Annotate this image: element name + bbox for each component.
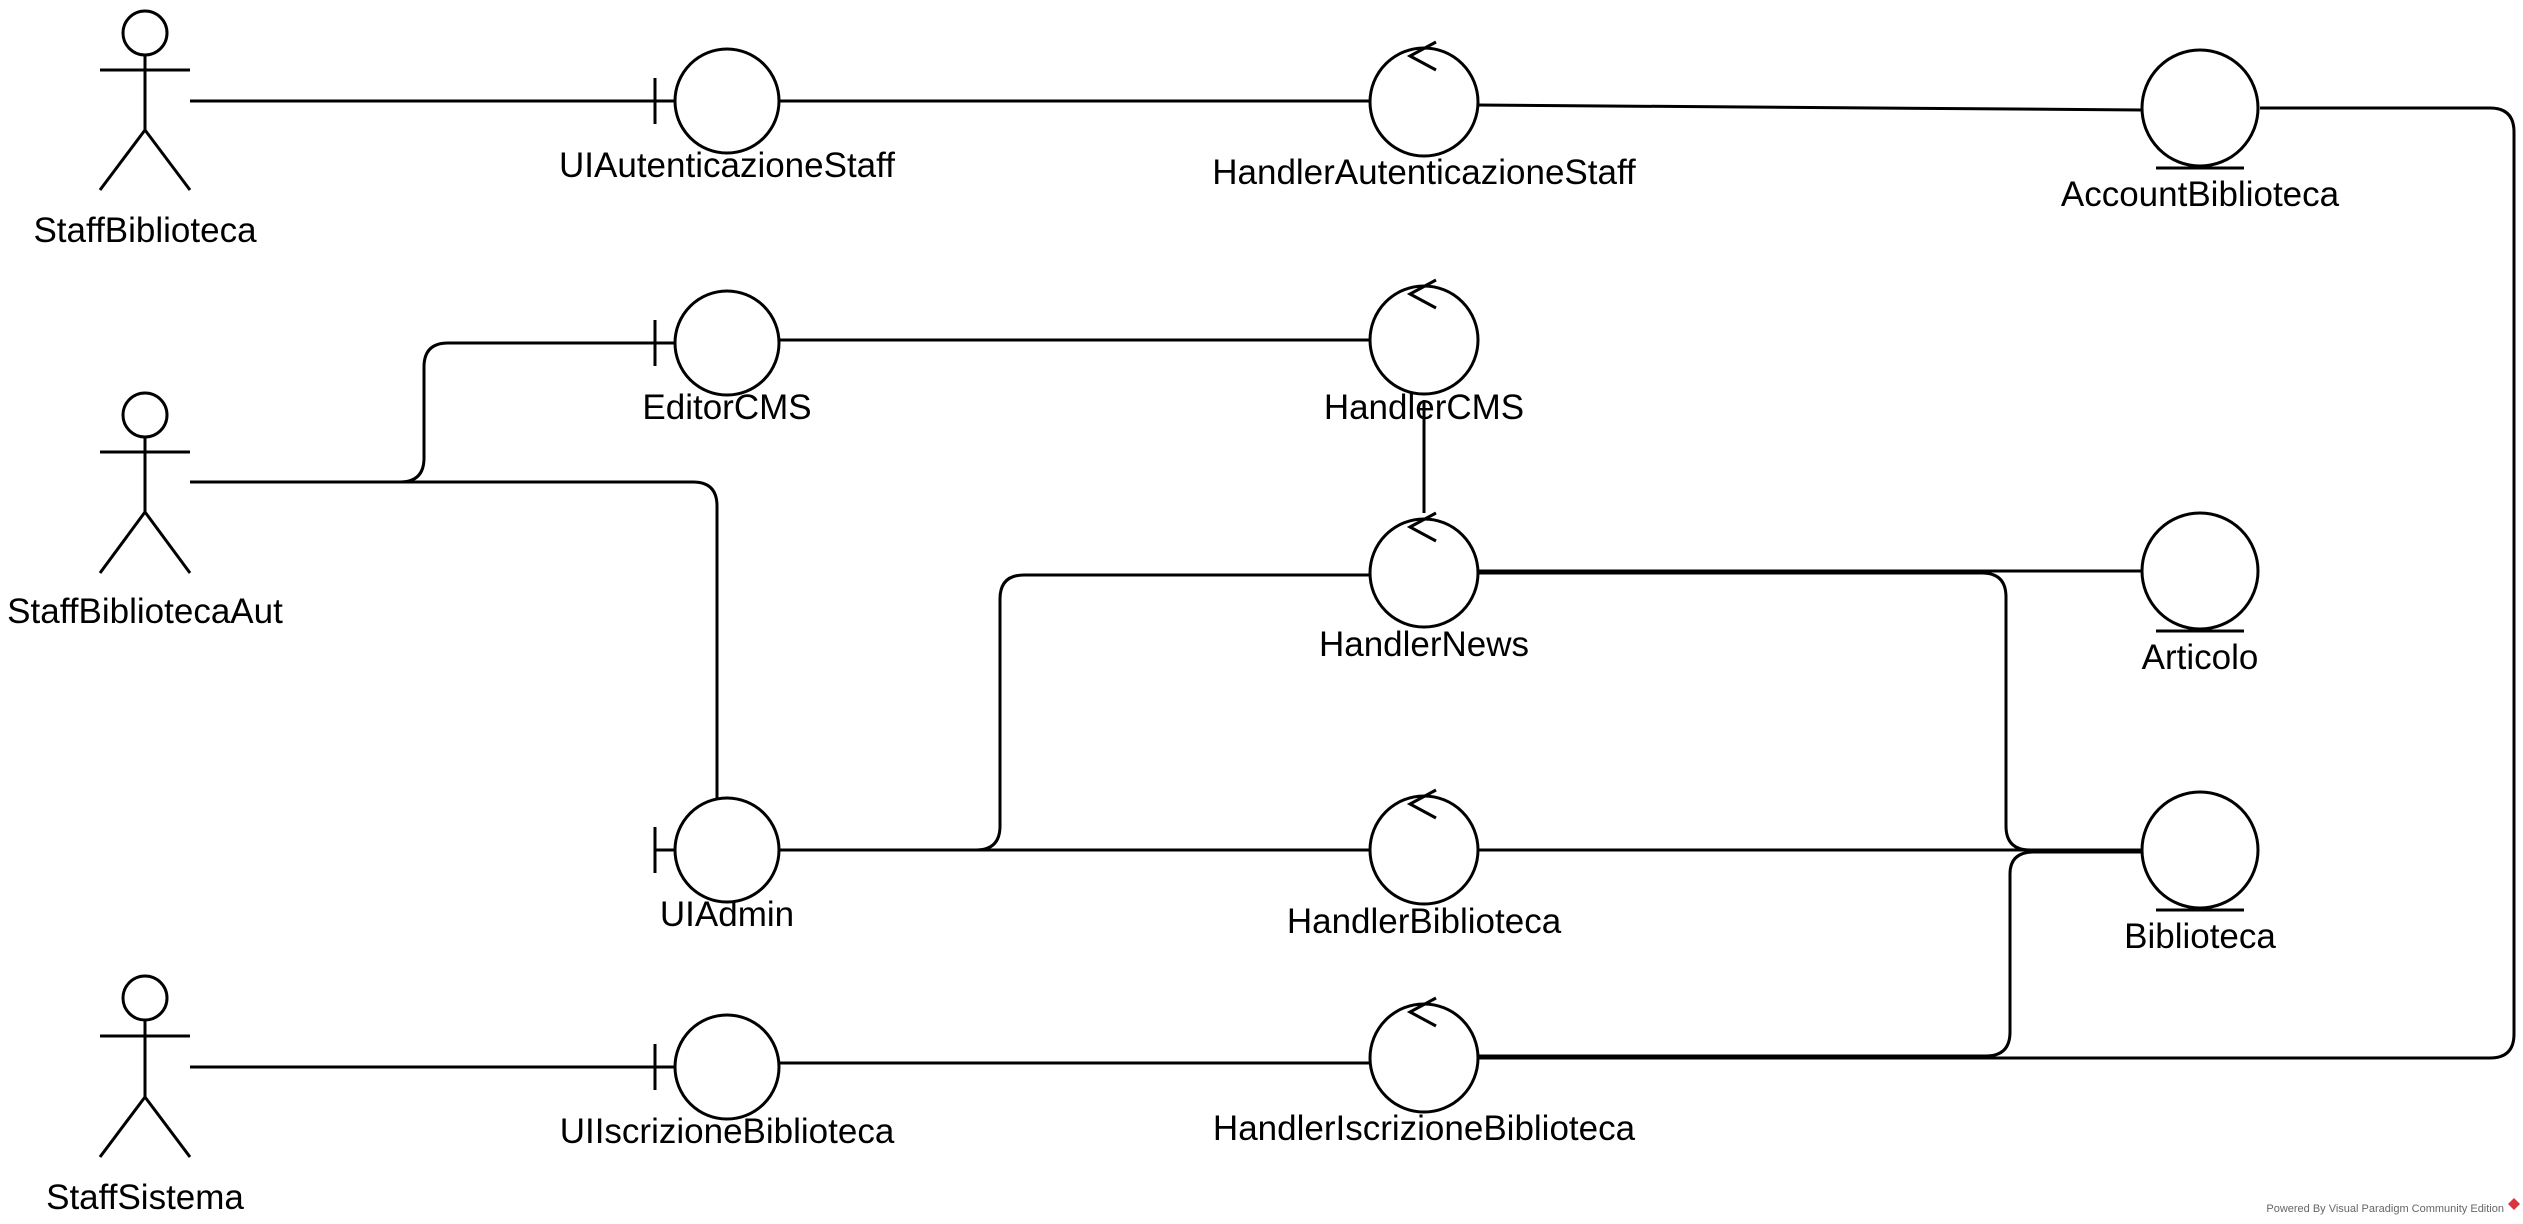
control-handler-iscrizione-biblioteca[interactable]: HandlerIscrizioneBiblioteca [1213, 996, 1636, 1148]
boundary-label: UIIscrizioneBiblioteca [560, 1112, 895, 1151]
connector-uiadmin-handlernews [780, 573, 1370, 852]
boundary-icon [653, 47, 781, 155]
control-icon [1368, 788, 1480, 906]
control-icon [1368, 278, 1480, 396]
entity-icon [2140, 48, 2260, 170]
actor-icon [98, 974, 192, 1158]
entity-label: AccountBiblioteca [2061, 175, 2340, 214]
entity-icon [2140, 790, 2260, 912]
connector-handlernews-biblioteca [1477, 571, 2142, 852]
connector-staffbibliotecaaut-editorcms [190, 341, 655, 484]
entity-biblioteca[interactable]: Biblioteca [2124, 790, 2276, 956]
actor-label: StaffSistema [46, 1178, 244, 1217]
control-handler-biblioteca[interactable]: HandlerBiblioteca [1287, 788, 1562, 941]
entity-account-biblioteca[interactable]: AccountBiblioteca [2061, 48, 2340, 214]
visual-paradigm-logo-icon [2508, 1198, 2520, 1210]
boundary-icon [653, 796, 781, 904]
boundary-ui-iscrizione-biblioteca[interactable]: UIIscrizioneBiblioteca [560, 1013, 895, 1151]
entity-label: Articolo [2142, 638, 2259, 677]
connector-handleriscrizionebiblioteca-accountbiblioteca [1477, 106, 2516, 1060]
control-label: HandlerNews [1319, 625, 1529, 664]
actor-icon [98, 391, 192, 574]
connector-handlerautenticazionestaff-accountbiblioteca [1476, 103, 2143, 112]
boundary-ui-autenticazione-staff[interactable]: UIAutenticazioneStaff [559, 47, 895, 185]
watermark: Powered By Visual Paradigm Community Edi… [2266, 1198, 2520, 1215]
actor-label: StaffBiblioteca [33, 211, 257, 250]
control-icon [1368, 40, 1480, 158]
boundary-icon [653, 1013, 781, 1121]
connector-handleriscrizionebiblioteca-biblioteca [1477, 850, 2142, 1058]
actor-staff-biblioteca[interactable]: StaffBiblioteca [33, 9, 257, 250]
control-handler-autenticazione-staff[interactable]: HandlerAutenticazioneStaff [1212, 40, 1636, 192]
control-label: HandlerCMS [1324, 388, 1524, 427]
actor-staff-biblioteca-aut[interactable]: StaffBibliotecaAut [7, 391, 283, 631]
control-label: HandlerIscrizioneBiblioteca [1213, 1109, 1636, 1148]
entity-icon [2140, 511, 2260, 633]
boundary-editor-cms[interactable]: EditorCMS [642, 289, 812, 427]
boundary-ui-admin[interactable]: UIAdmin [653, 796, 794, 934]
boundary-label: UIAdmin [660, 895, 794, 934]
control-label: HandlerBiblioteca [1287, 902, 1562, 941]
boundary-label: EditorCMS [642, 388, 811, 427]
watermark-text: Powered By Visual Paradigm Community Edi… [2266, 1203, 2504, 1215]
actor-label: StaffBibliotecaAut [7, 592, 283, 631]
control-icon [1368, 511, 1480, 629]
connector-staffbibliotecaaut-uiadmin [190, 480, 719, 804]
entity-label: Biblioteca [2124, 917, 2276, 956]
control-handler-cms[interactable]: HandlerCMS [1324, 278, 1524, 427]
connectors [190, 99, 2516, 1069]
boundary-label: UIAutenticazioneStaff [559, 146, 895, 185]
actor-staff-sistema[interactable]: StaffSistema [46, 974, 244, 1217]
control-handler-news[interactable]: HandlerNews [1319, 511, 1529, 664]
boundary-icon [653, 289, 781, 397]
entity-articolo[interactable]: Articolo [2140, 511, 2260, 677]
actor-icon [98, 9, 192, 191]
control-icon [1368, 996, 1480, 1114]
control-label: HandlerAutenticazioneStaff [1212, 153, 1636, 192]
